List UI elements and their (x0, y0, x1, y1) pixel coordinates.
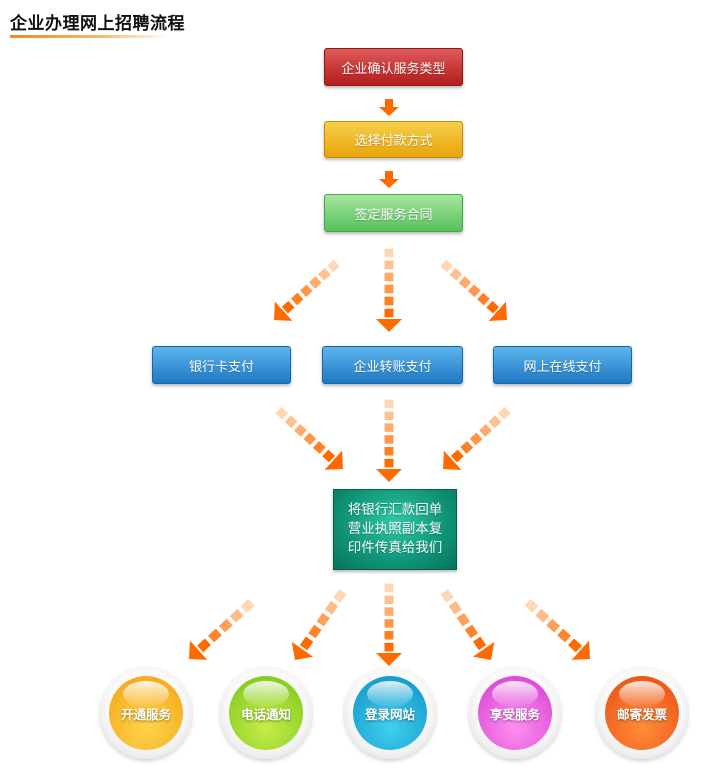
step-select-payment: 选择付款方式 (324, 121, 463, 158)
arrow-contract-to-online (440, 259, 507, 322)
step-sign-contract: 签定服务合同 (324, 194, 463, 232)
outcome-login-site: 登录网站 (344, 667, 436, 759)
outcome-open-service-ball: 开通服务 (109, 676, 183, 750)
payment-bank-card-label: 银行卡支付 (188, 359, 254, 375)
submit-documents-line2: 营业执照副本复 (347, 521, 443, 537)
arrow-submit-to-open-service (189, 599, 255, 660)
outcome-enjoy-service-ball: 享受服务 (478, 676, 552, 750)
outcome-enjoy-service: 享受服务 (469, 667, 561, 759)
outcome-login-site-label: 登录网站 (364, 706, 415, 722)
payment-transfer: 企业转账支付 (322, 346, 463, 384)
arrow-submit-to-login-site (376, 583, 402, 666)
submit-documents-line1: 将银行汇款回单 (347, 502, 443, 518)
payment-online-label: 网上在线支付 (523, 359, 602, 375)
arrow-transfer-to-submit (376, 399, 402, 482)
arrow-submit-to-enjoy-service (440, 589, 495, 660)
submit-documents: 将银行汇款回单 营业执照副本复 印件传真给我们 (333, 489, 457, 570)
step-confirm-service: 企业确认服务类型 (324, 48, 463, 86)
arrow-submit-to-phone-notify (291, 589, 347, 660)
arrow-contract-to-transfer (376, 248, 402, 332)
title-underline (10, 35, 170, 38)
outcome-mail-invoice: 邮寄发票 (596, 667, 688, 759)
payment-online: 网上在线支付 (493, 346, 632, 384)
outcome-enjoy-service-label: 享受服务 (489, 706, 540, 722)
arrow-contract-to-bank (274, 259, 340, 321)
submit-documents-line3: 印件传真给我们 (347, 540, 443, 556)
outcome-mail-invoice-label: 邮寄发票 (616, 706, 667, 722)
payment-transfer-label: 企业转账支付 (353, 359, 432, 375)
outcome-phone-notify-ball: 电话通知 (229, 676, 303, 750)
arrow-submit-to-mail-invoice (524, 599, 590, 660)
outcome-open-service: 开通服务 (100, 667, 192, 759)
arrow-bank-to-submit (275, 406, 343, 470)
outcome-phone-notify-label: 电话通知 (240, 706, 291, 722)
arrow-confirm-to-payment (379, 99, 399, 116)
step-confirm-service-label: 企业确认服务类型 (341, 61, 446, 77)
outcome-open-service-label: 开通服务 (120, 706, 171, 722)
payment-bank-card: 银行卡支付 (152, 346, 291, 384)
outcome-login-site-ball: 登录网站 (353, 676, 427, 750)
page-title: 企业办理网上招聘流程 (10, 14, 185, 34)
arrow-online-to-submit (443, 406, 511, 470)
step-sign-contract-label: 签定服务合同 (354, 207, 433, 223)
outcome-mail-invoice-ball: 邮寄发票 (605, 676, 679, 750)
step-select-payment-label: 选择付款方式 (354, 134, 433, 149)
arrow-payment-to-contract (379, 171, 399, 188)
outcome-phone-notify: 电话通知 (220, 667, 312, 759)
